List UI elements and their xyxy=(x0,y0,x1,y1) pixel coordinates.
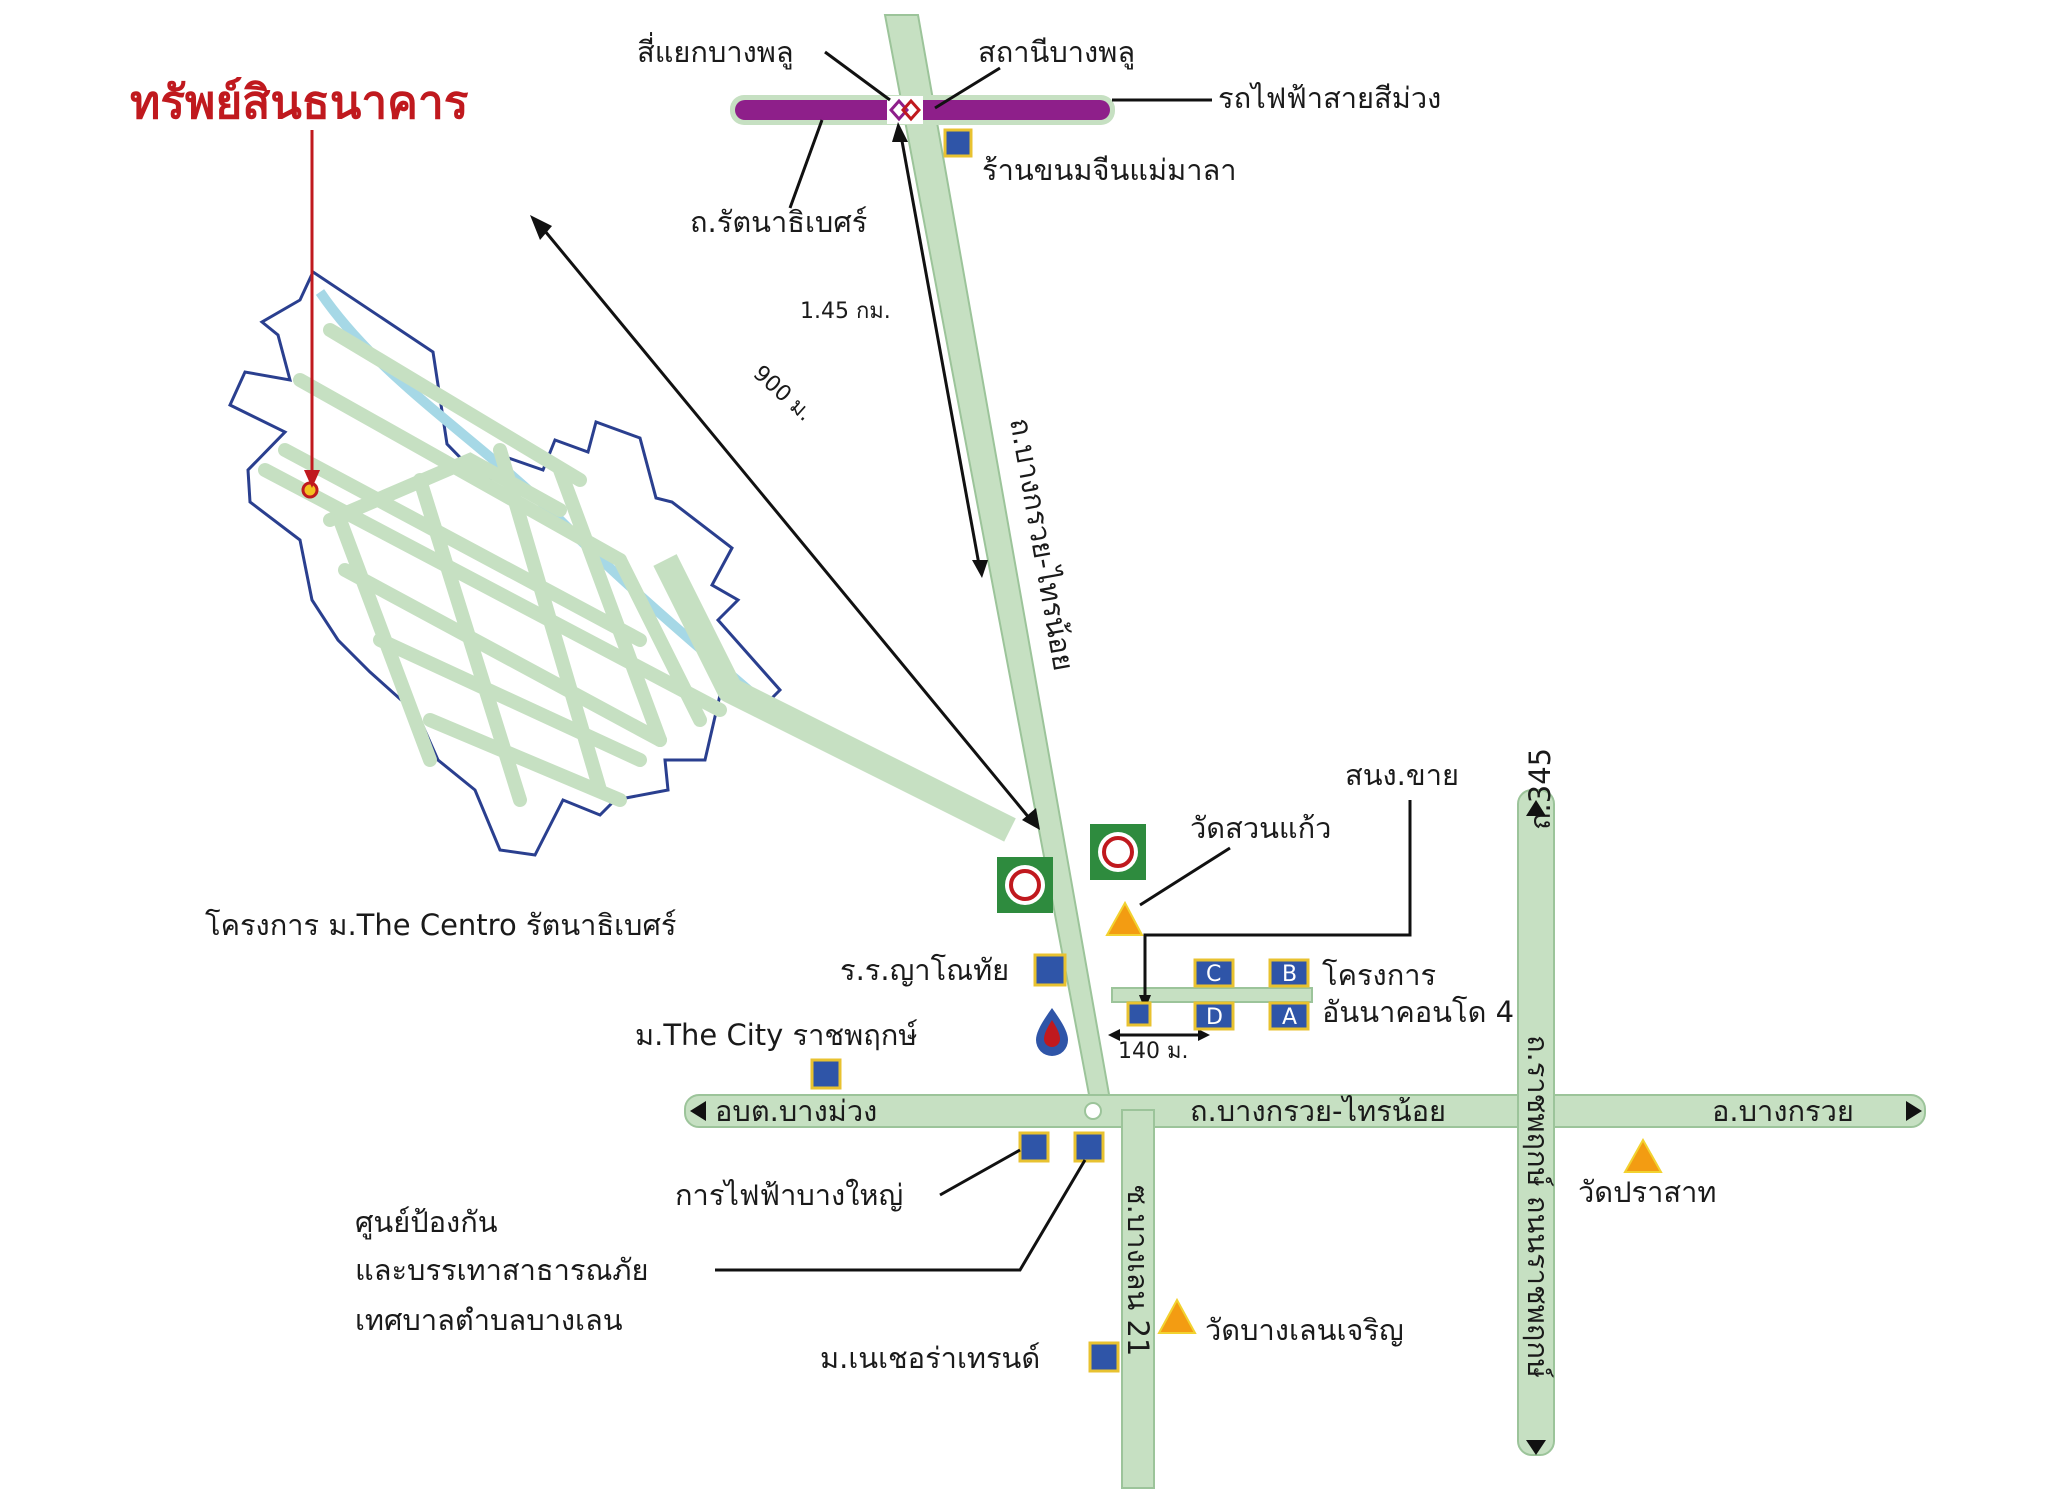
label-police-station: สนง.ขาย xyxy=(1345,758,1459,792)
poi-shop-khanom-jeen xyxy=(943,128,973,158)
label-amphoe-bang-muang: อบต.บางม่วง xyxy=(715,1094,877,1128)
label-dist-145: 1.45 กม. xyxy=(800,299,891,324)
temple-wat-prasat-icon xyxy=(1623,1137,1663,1173)
label-wat-prasat: วัดปราสาท xyxy=(1578,1175,1717,1209)
label-nature-trend: ม.เนเชอร่าเทรนด์ xyxy=(820,1341,1040,1375)
poi-sales-office xyxy=(1126,1001,1152,1027)
label-dist-900: 900 ม. xyxy=(748,361,817,427)
connector-road xyxy=(653,554,1016,842)
label-amphoe-bang-kruai: อ.บางกรวย xyxy=(1712,1094,1854,1128)
project-internal-roads xyxy=(258,323,727,807)
label-electricity-bang-yai: การไฟฟ้าบางใหญ่ xyxy=(675,1178,903,1212)
label-dist-140: 140 ม. xyxy=(1118,1039,1188,1064)
label-wat-suan-kaew: วัดสวนแก้ว xyxy=(1190,811,1331,845)
label-project-centro: โครงการ ม.The Centro รัตนาธิเบศร์ xyxy=(205,908,676,942)
label-shop-khanom-jeen: ร้านขนมจีนแม่มาลา xyxy=(982,153,1237,187)
road-soi-bang-len-21 xyxy=(1121,1109,1155,1489)
label-bang-kruai-sai-noi-horizontal: ถ.บางกรวย-ไทรน้อย xyxy=(1190,1094,1446,1128)
label-disaster-center-1: ศูนย์ป้องกัน xyxy=(355,1205,498,1240)
label-soi-bang-len-21: ซ.บางเลน 21 xyxy=(1121,1185,1155,1356)
map-title: ทรัพย์สินธนาคาร xyxy=(130,75,469,129)
temple-wat-bang-len-charoen-icon xyxy=(1157,1297,1197,1334)
distance-arrows xyxy=(530,122,1210,1041)
main-intersection xyxy=(1084,1102,1102,1120)
label-purple-line: รถไฟฟ้าสายสีม่วง xyxy=(1218,81,1441,115)
label-project-annacondo-2: อันนาคอนโด 4 xyxy=(1322,995,1514,1029)
temple-triangle-icon xyxy=(1105,900,1144,936)
road-bang-kruai-sai-noi-horizontal xyxy=(684,1094,1926,1128)
label-disaster-center-3: เทศบาลตำบลบางเลน xyxy=(355,1303,623,1337)
building-d-letter: D xyxy=(1206,1005,1223,1030)
property-marker xyxy=(301,481,319,499)
label-station-bang-phlu: สถานีบางพลู xyxy=(978,35,1135,70)
poi-school xyxy=(1033,953,1067,987)
building-a-letter: A xyxy=(1282,1005,1297,1030)
building-b-letter: B xyxy=(1282,962,1297,987)
roads xyxy=(684,14,1926,1489)
poi-building-a xyxy=(1268,1001,1310,1031)
purple-line-group xyxy=(730,95,1115,125)
label-intersection-bang-phlu: สี่แยกบางพลู xyxy=(637,32,794,70)
title-arrow-head xyxy=(304,470,320,488)
poi-disaster-center xyxy=(1073,1131,1105,1163)
gas-station-icon-right xyxy=(1090,824,1146,880)
poi-nature-trend xyxy=(1088,1341,1120,1373)
label-rattanathibet-rd: ถ.รัตนาธิเบศร์ xyxy=(690,205,867,239)
poi-building-c xyxy=(1193,958,1235,988)
poi-building-b xyxy=(1268,958,1310,988)
fuel-drop-icon xyxy=(1036,1008,1068,1056)
label-rd-345: ถ.345 xyxy=(1523,748,1557,830)
building-c-letter: C xyxy=(1206,962,1221,987)
poi-the-city xyxy=(810,1058,842,1090)
label-project-annacondo-1: โครงการ xyxy=(1322,958,1436,992)
poi-electricity xyxy=(1018,1131,1050,1163)
gas-station-icon-left xyxy=(997,857,1053,913)
poi-building-d xyxy=(1193,1001,1235,1031)
label-disaster-center-2: และบรรเทาสาธารณภัย xyxy=(355,1253,648,1287)
label-ratchaphruek-rd: ถ.ราชพฤกษ์ ถนนราชพฤกษ์ xyxy=(1521,1035,1555,1379)
mrt-station-icon xyxy=(887,96,923,124)
label-the-city: ม.The City ราชพฤกษ์ xyxy=(635,1018,918,1052)
project-area xyxy=(228,269,1016,857)
label-school-yanothai: ร.ร.ญาโณทัย xyxy=(840,953,1009,987)
label-wat-bang-len-charoen: วัดบางเลนเจริญ xyxy=(1205,1313,1404,1347)
project-outline xyxy=(228,269,783,857)
